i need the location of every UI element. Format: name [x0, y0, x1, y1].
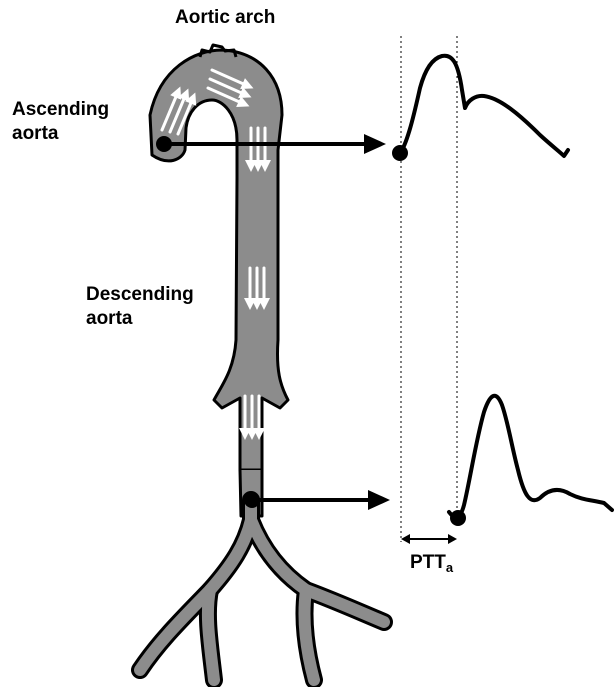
abdominal-waveform-onset-dot: [450, 510, 466, 526]
abdominal-pulse-waveform: [449, 396, 612, 518]
ascending-waveform-onset-dot: [392, 145, 408, 161]
abdominal-measurement-dot: [244, 492, 260, 508]
ascending-measurement-dot: [156, 136, 172, 152]
abdominal-transit-arrow: [258, 490, 390, 510]
ascending-pulse-waveform: [401, 56, 568, 156]
ascending-aorta-label: Ascending aorta: [12, 98, 109, 146]
aorta-vessel: [150, 45, 288, 516]
aortic-arch-label: Aortic arch: [175, 6, 275, 30]
descending-aorta-label: Descending aorta: [86, 283, 194, 331]
iliac-branches: [140, 500, 384, 680]
ptt-label: PTTa: [410, 551, 453, 580]
ptt-span-arrow: [401, 534, 457, 544]
